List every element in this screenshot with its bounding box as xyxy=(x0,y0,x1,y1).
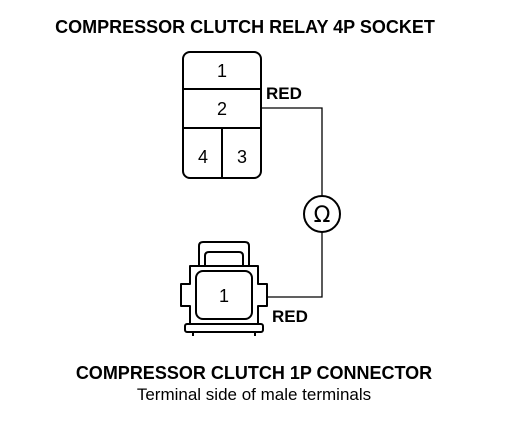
clutch-connector: 1 xyxy=(180,241,268,336)
meter-to-clutch-wire xyxy=(266,232,323,298)
relay-socket: 1 2 4 3 xyxy=(182,51,262,179)
relay-pin-3: 3 xyxy=(237,147,247,167)
clutch-connector-title: COMPRESSOR CLUTCH 1P CONNECTOR xyxy=(76,363,432,383)
clutch-connector-subtitle: Terminal side of male terminals xyxy=(137,385,371,404)
relay-socket-title: COMPRESSOR CLUTCH RELAY 4P SOCKET xyxy=(55,17,435,37)
clutch-pin-1: 1 xyxy=(219,286,229,306)
relay-pin-4: 4 xyxy=(198,147,208,167)
clutch-wire-color-label: RED xyxy=(272,307,308,326)
ohm-symbol: Ω xyxy=(314,203,331,228)
relay-to-meter-wire xyxy=(261,107,323,196)
ohmmeter-icon: Ω xyxy=(303,195,341,233)
relay-pin-1: 1 xyxy=(217,61,227,81)
relay-pin-2: 2 xyxy=(217,99,227,119)
relay-wire-color-label: RED xyxy=(266,84,302,103)
